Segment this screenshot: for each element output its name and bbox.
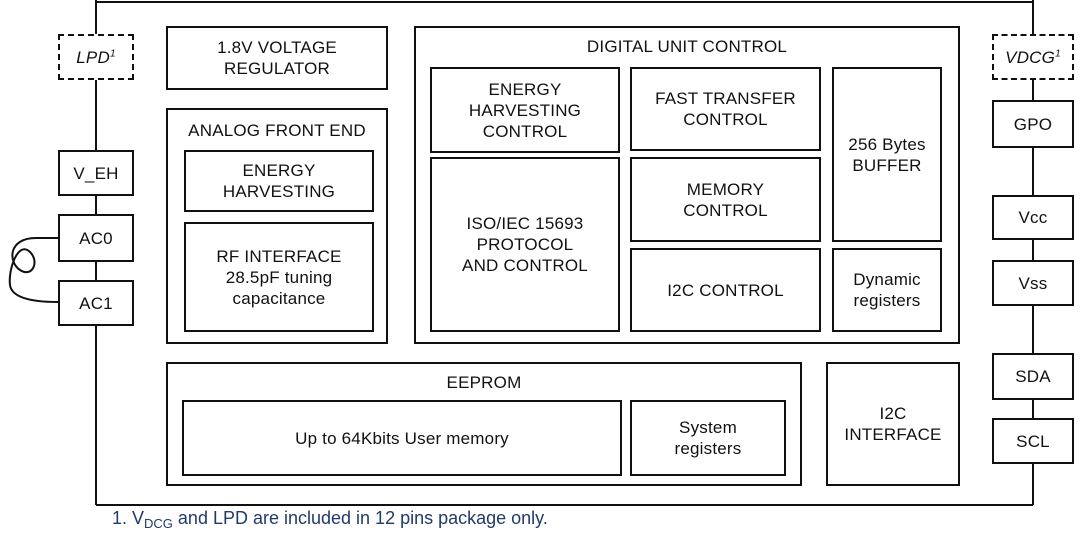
sda-pin-label: SDA [1015,367,1051,386]
voltage-regulator-line-1: 1.8V VOLTAGE [217,38,337,57]
vdcg-pin: VDCG1 [992,34,1074,80]
dynamic-registers-block: Dynamic registers [832,248,942,332]
ac0-pin-label: AC0 [79,228,113,248]
user-memory-label: Up to 64Kbits User memory [295,428,509,448]
dynamic-registers-line-2: registers [853,291,921,310]
rf-interface-block: RF INTERFACE 28.5pF tuning capacitance [184,222,374,332]
voltage-regulator-block: 1.8V VOLTAGE REGULATOR [166,26,388,90]
eh-control-line-3: CONTROL [482,121,568,141]
vcc-pin-label: Vcc [1018,208,1048,227]
memory-control-line-2: CONTROL [683,200,768,220]
lpd-pin-label: LPD1 [76,47,116,67]
i2c-interface-block: I2C INTERFACE [826,362,960,486]
fast-transfer-line-1: FAST TRANSFER [655,89,796,108]
memory-control-block: MEMORY CONTROL [630,157,821,242]
system-registers-line-2: registers [674,439,742,458]
system-registers-line-1: System [679,418,737,437]
energy-harvesting-line-2: HARVESTING [222,182,336,201]
digital-unit-control-title: DIGITAL UNIT CONTROL [586,37,788,56]
ac1-pin-label: AC1 [79,293,113,313]
v-eh-pin-label: V_EH [73,163,119,183]
user-memory-block: Up to 64Kbits User memory [182,400,622,476]
vcc-pin: Vcc [992,195,1074,240]
i2c-control-label: I2C CONTROL [667,280,784,300]
rf-interface-line-1: RF INTERFACE [216,246,342,266]
eh-control-line-1: ENERGY [488,79,562,99]
rf-interface-line-3: capacitance [232,288,326,308]
iso-protocol-line-1: ISO/IEC 15693 [466,214,584,233]
footnote: 1. VDCG and LPD are included in 12 pins … [112,508,548,531]
iso-protocol-block: ISO/IEC 15693 PROTOCOL AND CONTROL [430,157,620,332]
iso-protocol-line-3: AND CONTROL [462,256,588,275]
vss-pin: Vss [992,260,1074,306]
system-registers-block: System registers [630,400,786,476]
scl-pin-label: SCL [1016,431,1050,451]
buffer-line-2: BUFFER [852,155,922,175]
eh-control-block: ENERGY HARVESTING CONTROL [430,67,620,153]
i2c-control-block: I2C CONTROL [630,248,821,332]
lpd-pin: LPD1 [58,34,134,80]
ac1-pin: AC1 [58,280,134,326]
v-eh-pin: V_EH [58,150,134,196]
gpo-pin: GPO [992,100,1074,148]
ac0-pin: AC0 [58,214,134,262]
fast-transfer-line-2: CONTROL [683,110,768,129]
energy-harvesting-line-1: ENERGY [242,161,316,180]
iso-protocol-line-2: PROTOCOL [476,235,574,254]
rf-interface-line-2: 28.5pF tuning [225,267,333,287]
analog-front-end-title: ANALOG FRONT END [188,121,366,140]
gpo-pin-label: GPO [1013,114,1053,134]
fast-transfer-control-block: FAST TRANSFER CONTROL [630,67,821,151]
vss-pin-label: Vss [1018,273,1048,293]
sda-pin: SDA [992,353,1074,400]
buffer-block: 256 Bytes BUFFER [832,67,942,242]
i2c-interface-line-2: INTERFACE [844,425,942,444]
i2c-interface-line-1: I2C [879,404,907,423]
energy-harvesting-block: ENERGY HARVESTING [184,150,374,212]
eh-control-line-2: HARVESTING [468,100,582,120]
memory-control-line-1: MEMORY [686,179,765,199]
vdcg-pin-label: VDCG1 [1005,47,1061,67]
scl-pin: SCL [992,418,1074,464]
eeprom-title: EEPROM [446,373,522,392]
buffer-line-1: 256 Bytes [848,134,926,154]
dynamic-registers-line-1: Dynamic [853,270,921,289]
voltage-regulator-line-2: REGULATOR [223,59,331,78]
